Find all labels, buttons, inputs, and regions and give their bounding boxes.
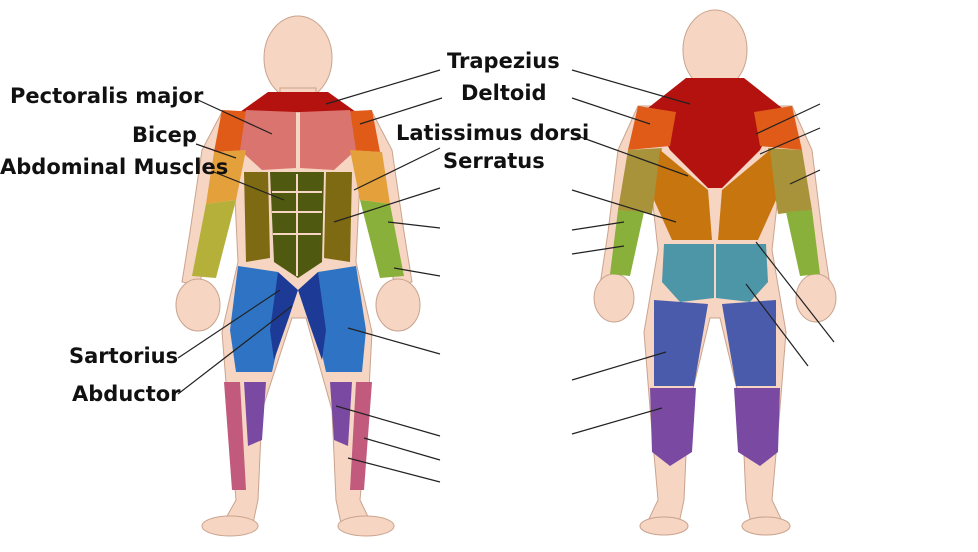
leader-front-calf [335,405,441,437]
leader-back-right-3 [789,169,821,185]
front-oblique-right [324,172,352,262]
front-adductor-right [298,272,326,360]
leader-back-forearm-2 [571,245,625,255]
back-calf-right [734,388,780,466]
labels: Trapezius Deltoid Latissimus dorsi Serra… [0,49,589,406]
label-latissimus-dorsi: Latissimus dorsi [396,121,589,145]
front-bicep-right [350,150,390,204]
back-latissimus-right [718,150,776,240]
back-deltoid-right [754,106,802,150]
label-abdominal-muscles: Abdominal Muscles [0,155,228,179]
leader-deltoid-back [571,97,651,125]
front-trapezius [240,92,356,112]
back-glute-left [662,244,714,302]
leader-front-shin-2 [347,457,441,483]
front-forearm-left [192,200,236,278]
back-trapezius [648,78,782,188]
front-foot-right [337,515,395,537]
back-forearm-left [610,210,644,276]
front-adductor-left [270,272,298,360]
leader-pectoralis [197,99,273,135]
leader-back-right-4 [755,241,835,343]
back-upper-arm-left [618,148,662,214]
label-bicep: Bicep [132,123,197,147]
leader-latissimus-back [571,133,689,177]
leader-bicep [195,143,237,159]
leader-front-forearm-2 [393,267,441,277]
leader-abductor [177,305,293,395]
label-serratus: Serratus [443,149,545,173]
front-hand-left [175,278,221,332]
back-hand-right [795,273,837,323]
leader-back-forearm-1 [571,221,625,231]
back-upper-arm-right [768,148,812,214]
front-forearm-right [360,200,404,278]
back-hand-left [593,273,635,323]
leader-back-calf [571,407,663,435]
back-latissimus-left [654,150,712,240]
back-foot-left [639,516,689,536]
label-abductor: Abductor [72,382,181,406]
label-sartorius: Sartorius [69,344,178,368]
front-hand-right [375,278,421,332]
front-shin-right [350,382,372,490]
leader-serratus-front [333,187,441,223]
front-pectoralis-left [240,110,296,170]
front-oblique-left [244,172,270,262]
front-foot-left [201,515,259,537]
label-pectoralis-major: Pectoralis major [10,84,204,108]
leader-front-shin-1 [363,437,441,461]
leader-lines [177,69,835,483]
leader-abdominal [213,171,285,201]
label-trapezius: Trapezius [447,49,560,73]
front-calf-right [330,382,352,446]
front-shin-left [224,382,246,490]
back-glute-right [716,244,768,302]
back-deltoid-left [628,106,676,150]
front-head [263,15,333,101]
front-figure [175,15,421,537]
front-abs-lines [272,174,322,276]
label-deltoid: Deltoid [461,81,547,105]
back-hamstring-left [654,300,708,386]
leader-back-right-2 [759,127,821,155]
leader-trapezius-front [325,69,441,105]
back-hamstring-right [722,300,776,386]
leader-serratus-back [571,189,677,223]
back-figure [593,9,837,536]
back-forearm-right [786,210,820,276]
leader-front-forearm-1 [387,221,441,229]
leader-back-right-1 [755,103,821,135]
back-calf-left [650,388,696,466]
leader-sartorius [177,289,281,359]
leader-trapezius-back [571,69,691,105]
leader-back-hamstring [571,351,667,381]
leader-deltoid-front [359,97,443,125]
front-pectoralis-right [300,110,356,170]
leader-back-right-5 [745,283,809,367]
leader-front-quad [347,327,441,355]
leader-latissimus-front [353,147,441,191]
front-calf-left [244,382,266,446]
front-quad-right [310,266,366,372]
back-foot-right [741,516,791,536]
